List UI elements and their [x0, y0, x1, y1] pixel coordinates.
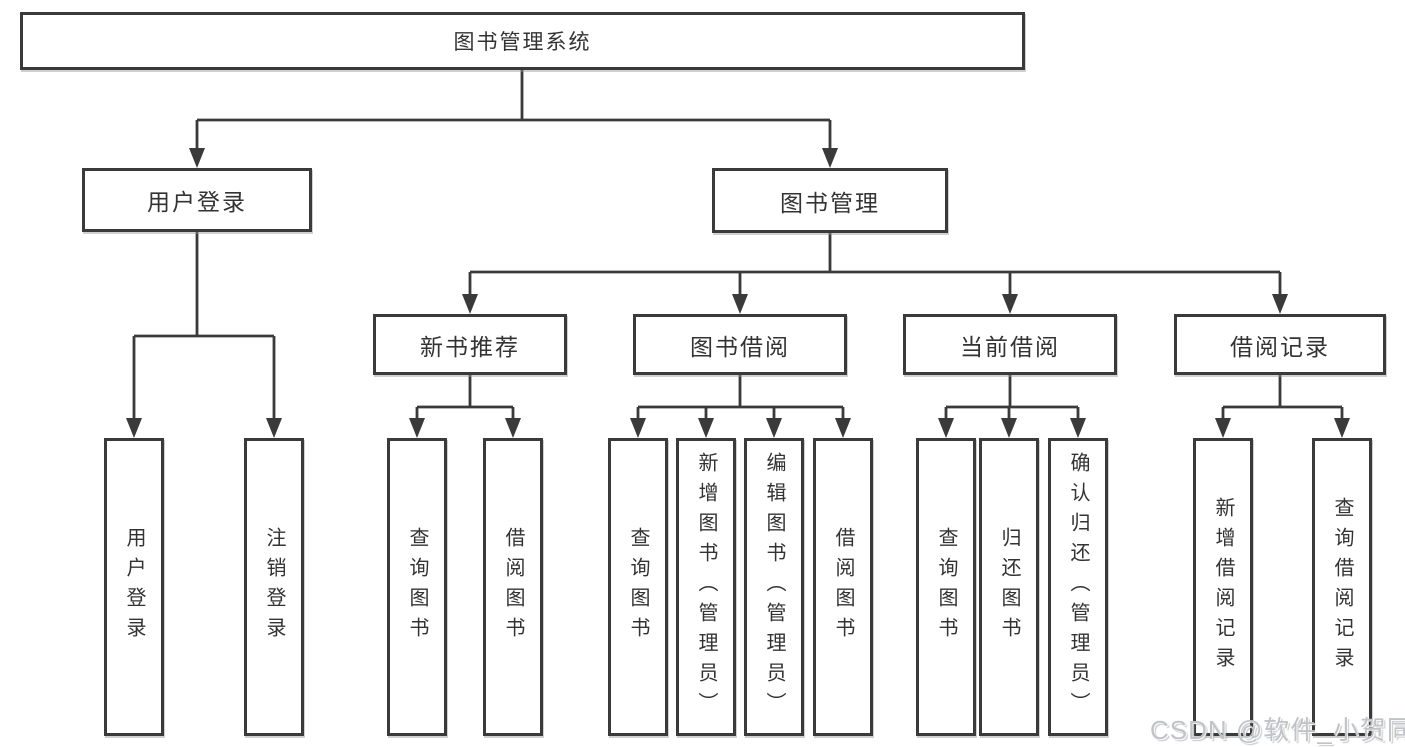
node-label: 新书推荐	[420, 333, 520, 360]
node-book-borrowing: 图书借阅	[633, 314, 847, 375]
leaf-user-login: 用户登录	[104, 438, 164, 736]
leaf-query-books-2: 查询图书	[608, 438, 668, 736]
leaf-label: 查询图书	[406, 527, 428, 647]
leaf-edit-books-admin: 编辑图书（管理员）	[744, 438, 804, 736]
leaf-label: 新增借阅记录	[1212, 497, 1234, 677]
node-book-management: 图书管理	[712, 168, 948, 233]
leaf-label: 确认归还（管理员）	[1067, 452, 1089, 722]
leaf-label: 查询借阅记录	[1331, 497, 1353, 677]
node-label: 图书管理系统	[453, 31, 592, 54]
leaf-label: 查询图书	[627, 527, 649, 647]
leaf-label: 注销登录	[263, 527, 285, 647]
node-label: 用户登录	[147, 189, 247, 215]
leaf-query-books-1: 查询图书	[387, 438, 447, 736]
leaf-label: 借阅图书	[832, 527, 854, 647]
leaf-label: 借阅图书	[502, 527, 524, 647]
node-current-borrowing: 当前借阅	[903, 314, 1117, 375]
leaf-label: 新增图书（管理员）	[695, 452, 717, 722]
node-user-login: 用户登录	[82, 168, 312, 232]
leaf-add-borrow-record: 新增借阅记录	[1193, 438, 1253, 736]
leaf-query-borrow-record: 查询借阅记录	[1312, 438, 1372, 736]
node-label: 当前借阅	[960, 333, 1060, 360]
csdn-watermark: CSDN @软件_小贺同学	[1150, 715, 1405, 745]
leaf-logout: 注销登录	[244, 438, 304, 736]
leaf-label: 查询图书	[935, 527, 957, 647]
node-label: 借阅记录	[1230, 333, 1330, 360]
leaf-label: 用户登录	[123, 527, 145, 647]
leaf-borrow-books-1: 借阅图书	[483, 438, 543, 736]
leaf-borrow-books-2: 借阅图书	[813, 438, 873, 736]
leaf-label: 归还图书	[998, 527, 1020, 647]
node-new-book-recommend: 新书推荐	[373, 314, 567, 375]
node-borrowing-records: 借阅记录	[1174, 314, 1386, 375]
leaf-label: 编辑图书（管理员）	[763, 452, 785, 722]
leaf-add-books-admin: 新增图书（管理员）	[676, 438, 736, 736]
node-library-management-system: 图书管理系统	[20, 12, 1025, 70]
leaf-query-books-3: 查询图书	[916, 438, 976, 736]
node-label: 图书管理	[780, 189, 880, 216]
node-label: 图书借阅	[690, 333, 790, 360]
leaf-confirm-return-admin: 确认归还（管理员）	[1048, 438, 1108, 736]
leaf-return-books: 归还图书	[979, 438, 1039, 736]
